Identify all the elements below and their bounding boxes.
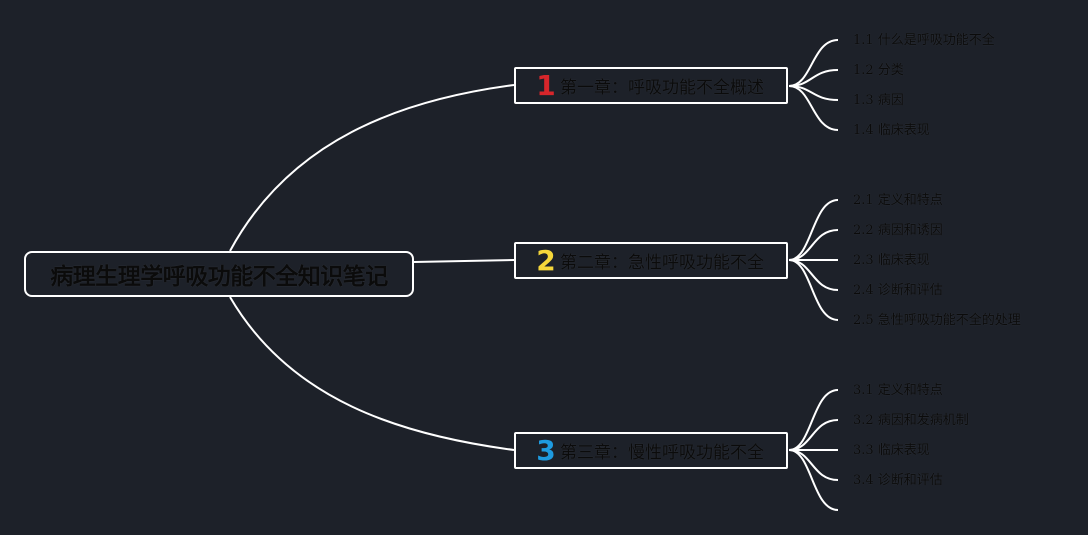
- section-3-2[interactable]: 3.2 病因和发病机制: [853, 413, 969, 428]
- branch-2-1: [788, 199, 839, 261]
- chapter-3-number-icon: 3: [536, 433, 556, 467]
- section-1-3[interactable]: 1.3 病因: [853, 93, 904, 108]
- chapter-3-label: 第三章：慢性呼吸功能不全: [560, 443, 764, 463]
- section-2-3[interactable]: 2.3 临床表现: [853, 253, 930, 268]
- branch-2-4: [788, 259, 839, 291]
- chapter-1-number-icon: 1: [536, 68, 556, 102]
- branches-chapter-1: [788, 39, 839, 131]
- section-2-1[interactable]: 2.1 定义和特点: [853, 193, 943, 208]
- section-1-2[interactable]: 1.2 分类: [853, 63, 904, 78]
- branch-3-4: [788, 449, 839, 481]
- connector-root-chapter-1: [229, 84, 515, 252]
- chapter-1-label: 第一章：呼吸功能不全概述: [560, 78, 764, 98]
- branch-3-1: [788, 389, 839, 451]
- branch-1-4: [788, 85, 839, 131]
- connector-root-chapter-3: [229, 296, 515, 451]
- chapter-2-label: 第二章：急性呼吸功能不全: [560, 253, 764, 273]
- section-3-1[interactable]: 3.1 定义和特点: [853, 383, 943, 398]
- root-node-label: 病理生理学呼吸功能不全知识笔记: [50, 264, 388, 290]
- section-1-1[interactable]: 1.1 什么是呼吸功能不全: [853, 33, 995, 48]
- branches-chapter-2: [788, 199, 839, 321]
- connector-root-chapter-2: [413, 259, 515, 263]
- branch-1-1: [788, 39, 839, 87]
- root-node[interactable]: 病理生理学呼吸功能不全知识笔记: [24, 251, 414, 297]
- branch-2-2: [788, 229, 839, 261]
- chapter-node-2[interactable]: 2 第二章：急性呼吸功能不全: [514, 242, 788, 279]
- chapter-node-1[interactable]: 1 第一章：呼吸功能不全概述: [514, 67, 788, 104]
- section-2-5[interactable]: 2.5 急性呼吸功能不全的处理: [853, 313, 1021, 328]
- branch-3-2: [788, 419, 839, 451]
- section-1-4[interactable]: 1.4 临床表现: [853, 123, 930, 138]
- branch-3-5-empty: [788, 449, 839, 511]
- chapter-2-number-icon: 2: [536, 243, 556, 277]
- section-2-2[interactable]: 2.2 病因和诱因: [853, 223, 943, 238]
- branch-2-5: [788, 259, 839, 321]
- section-3-4[interactable]: 3.4 诊断和评估: [853, 473, 943, 488]
- section-3-3[interactable]: 3.3 临床表现: [853, 443, 930, 458]
- chapter-node-3[interactable]: 3 第三章：慢性呼吸功能不全: [514, 432, 788, 469]
- branches-chapter-3: [788, 389, 839, 511]
- section-2-4[interactable]: 2.4 诊断和评估: [853, 283, 943, 298]
